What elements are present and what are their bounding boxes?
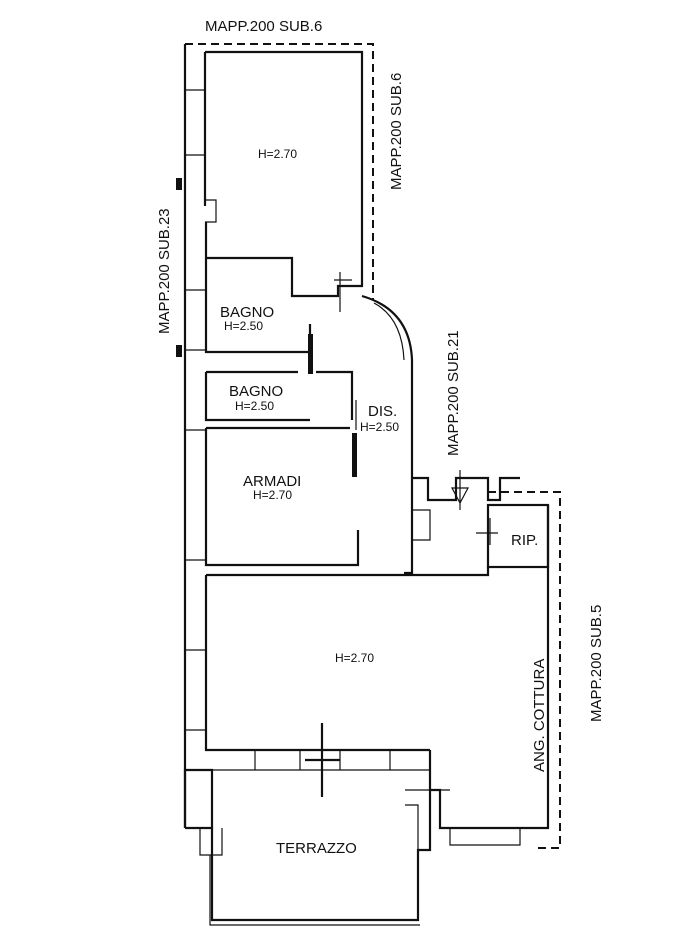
rip-name: RIP. — [511, 532, 538, 549]
outer-walls — [176, 44, 550, 926]
dis-name: DIS. — [368, 403, 397, 420]
mapp-right-bottom-label: MAPP.200 SUB.5 — [588, 605, 605, 722]
mapp-top-label: MAPP.200 SUB.6 — [205, 18, 322, 35]
boundary-dashes — [185, 43, 561, 849]
bagno2-height: H=2.50 — [235, 399, 274, 413]
bagno1-height: H=2.50 — [224, 319, 263, 333]
bagno2-name: BAGNO — [229, 383, 283, 400]
mapp-right-top-label: MAPP.200 SUB.6 — [388, 73, 405, 190]
top-room-height: H=2.70 — [258, 147, 297, 161]
bagno1-name: BAGNO — [220, 304, 274, 321]
terrazzo-name: TERRAZZO — [276, 840, 357, 857]
mapp-left-label: MAPP.200 SUB.23 — [156, 208, 173, 334]
mapp-mid-right-label: MAPP.200 SUB.21 — [445, 330, 462, 456]
armadi-height: H=2.70 — [253, 488, 292, 502]
living-height: H=2.70 — [335, 651, 374, 665]
cottura-name: ANG. COTTURA — [531, 659, 548, 772]
dis-height: H=2.50 — [360, 420, 399, 434]
armadi-name: ARMADI — [243, 473, 301, 490]
